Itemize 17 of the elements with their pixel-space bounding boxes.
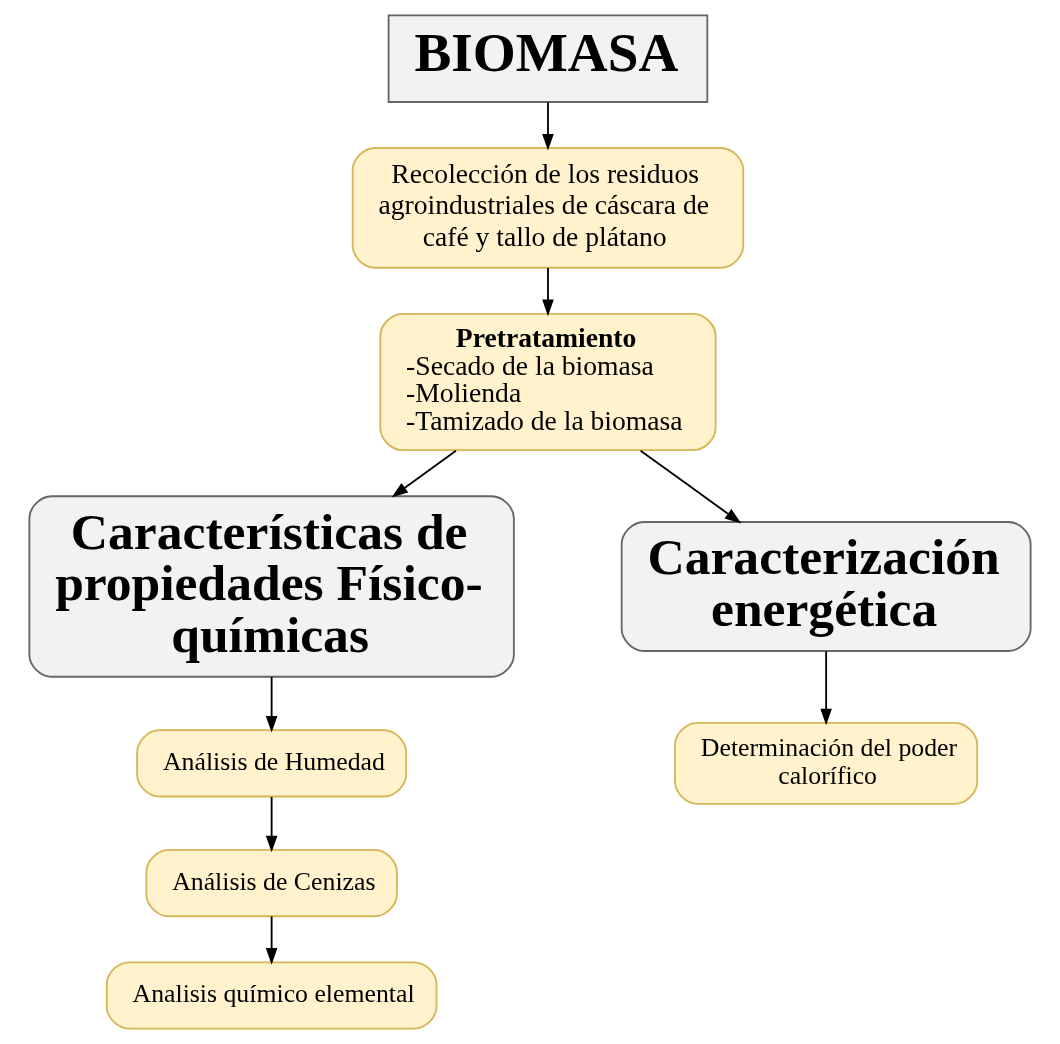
arrow [265, 676, 278, 733]
node-box: Recolección de los residuos agroindustriales de cáscara de café y tallo de plátano [351, 147, 745, 269]
arrow [542, 101, 554, 151]
node-box: Caracterización energética [620, 521, 1032, 652]
node-box: BIOMASA [387, 14, 709, 103]
node-box: Pretratamiento -Secado de la biomasa -Molienda -Tamizado de la biomasa [379, 312, 717, 452]
arrow [820, 650, 832, 726]
arrow [639, 449, 742, 524]
arrow [391, 449, 457, 498]
node-box: Características de propiedades Físico-químicas [28, 495, 515, 678]
node-box: Determinación del poder calorífico [674, 721, 979, 805]
node-box: Análisis de Cenizas [145, 849, 398, 918]
node-box: Analisis químico elemental [105, 961, 438, 1030]
node-box: Análisis de Humedad [136, 729, 408, 798]
arrow [542, 266, 554, 317]
arrow [265, 915, 278, 965]
arrow [265, 796, 278, 853]
